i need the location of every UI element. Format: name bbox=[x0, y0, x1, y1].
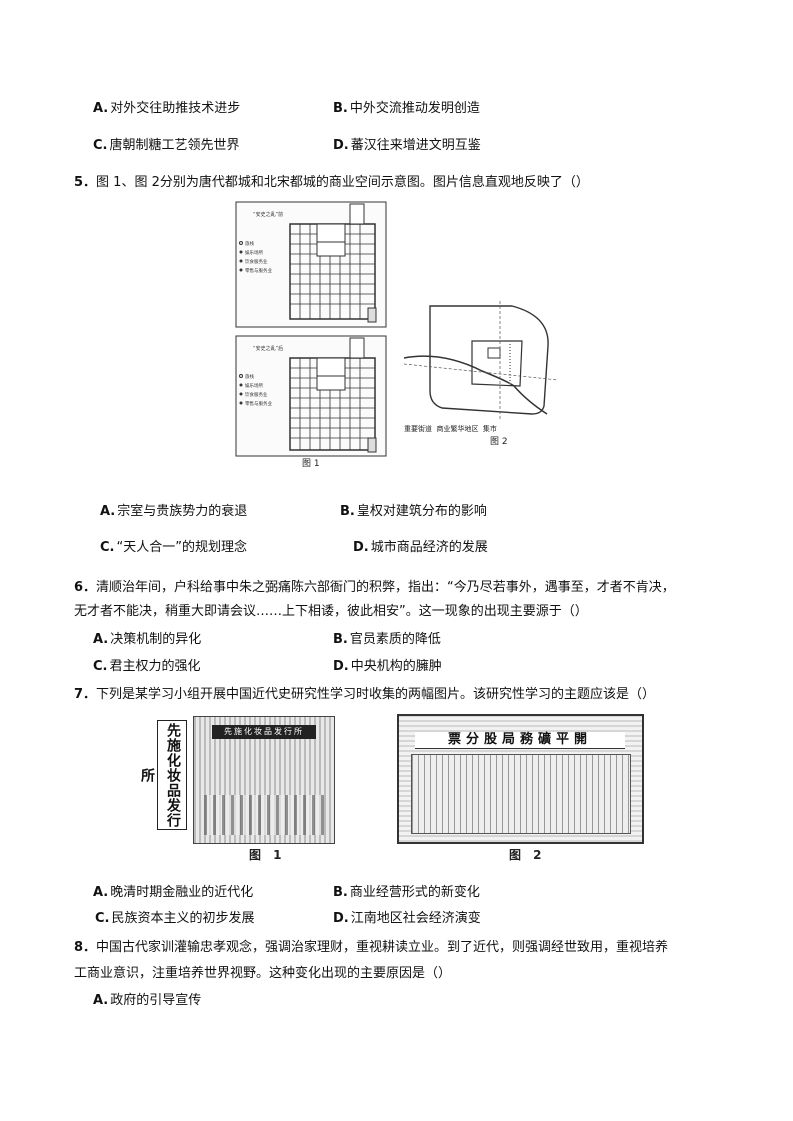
q7-figure-2-caption: 图 2 bbox=[509, 848, 546, 862]
q5-stem: 5．图 1、图 2分别为唐代都城和北宋都城的商业空间示意图。图片信息直观地反映了… bbox=[74, 175, 589, 190]
shop-sign: 先施化妆品发行所 bbox=[139, 720, 187, 830]
q5-figure-1: “安史之乱”前 旅栈 娱乐场所 饮食服务业 零售与服务业 “安史之乱”后 旅栈 … bbox=[232, 198, 392, 469]
q4-option-a[interactable]: A.对外交往助推技术进步 bbox=[93, 101, 241, 116]
q7-option-c[interactable]: C.民族资本主义的初步发展 bbox=[95, 911, 255, 926]
q7-figure-1-caption: 图 1 bbox=[249, 848, 286, 862]
storefront-photo: 先施化妆品发行所 bbox=[193, 716, 335, 844]
q6-option-a[interactable]: A.决策机制的异化 bbox=[93, 632, 202, 647]
q5-option-c[interactable]: C.“天人合一”的规划理念 bbox=[100, 540, 247, 555]
q7-option-b[interactable]: B.商业经营形式的新变化 bbox=[333, 885, 480, 900]
q5-figure-2-legend: 重要街道 商业繁华地区 集市 bbox=[404, 425, 497, 433]
certificate-title: 開平礦務局股分票 bbox=[415, 732, 625, 749]
q7-option-a[interactable]: A.晚清时期金融业的近代化 bbox=[93, 885, 254, 900]
q4-option-d[interactable]: D.蕃汉往来增进文明互鉴 bbox=[333, 138, 481, 153]
q7-option-d[interactable]: D.江南地区社会经济演变 bbox=[333, 911, 481, 926]
q8-stem-line2: 工商业意识，注重培养世界视野。这种变化出现的主要原因是（） bbox=[74, 966, 452, 981]
q5-option-d[interactable]: D.城市商品经济的发展 bbox=[353, 540, 488, 555]
svg-text:旅栈: 旅栈 bbox=[245, 240, 254, 247]
q4-option-c[interactable]: C.唐朝制糖工艺领先世界 bbox=[93, 138, 240, 153]
svg-text:娱乐场所: 娱乐场所 bbox=[245, 382, 263, 389]
q4-option-b[interactable]: B.中外交流推动发明创造 bbox=[333, 101, 480, 116]
svg-text:旅栈: 旅栈 bbox=[245, 373, 254, 380]
q7-figure-2: 開平礦務局股分票 图 2 bbox=[397, 714, 644, 866]
q5-option-a[interactable]: A.宗室与贵族势力的衰退 bbox=[100, 504, 248, 519]
q5-option-b[interactable]: B.皇权对建筑分布的影响 bbox=[340, 504, 487, 519]
svg-text:“安史之乱”后: “安史之乱”后 bbox=[253, 345, 283, 352]
q6-option-d[interactable]: D.中央机构的臃肿 bbox=[333, 659, 442, 674]
kaifeng-map-icon bbox=[403, 301, 559, 421]
share-certificate: 開平礦務局股分票 bbox=[397, 714, 644, 844]
q5-figure-2: 重要街道 商业繁华地区 集市 图 2 bbox=[402, 296, 560, 447]
q6-stem-line2: 无才者不能决，稍重大即请会议……上下相诿，彼此相安”。这一现象的出现主要源于（） bbox=[74, 604, 588, 619]
q6-option-b[interactable]: B.官员素质的降低 bbox=[333, 632, 441, 647]
q5-figure-1-caption: 图 1 bbox=[302, 459, 320, 469]
q5-figure-2-caption: 图 2 bbox=[490, 437, 508, 447]
svg-text:娱乐场所: 娱乐场所 bbox=[245, 249, 263, 256]
q6-option-c[interactable]: C.君主权力的强化 bbox=[93, 659, 201, 674]
svg-text:饮食服务业: 饮食服务业 bbox=[245, 391, 268, 398]
svg-text:零售与服务业: 零售与服务业 bbox=[245, 267, 272, 274]
q7-stem: 7．下列是某学习小组开展中国近代史研究性学习时收集的两幅图片。该研究性学习的主题… bbox=[74, 687, 656, 702]
q7-figure-1: 先施化妆品发行所 先施化妆品发行所 图 1 bbox=[139, 716, 337, 866]
svg-text:零售与服务业: 零售与服务业 bbox=[245, 400, 272, 407]
svg-text:“安史之乱”前: “安史之乱”前 bbox=[253, 211, 283, 218]
svg-text:饮食服务业: 饮食服务业 bbox=[245, 258, 268, 265]
q8-option-a[interactable]: A.政府的引导宣传 bbox=[93, 993, 202, 1008]
q6-stem-line1: 6．清顺治年间，户科给事中朱之弼痛陈六部衙门的积弊，指出：“今乃尽若事外，遇事至… bbox=[74, 580, 675, 595]
q8-stem-line1: 8．中国古代家训灌输忠孝观念，强调治家理财，重视耕读立业。到了近代，则强调经世致… bbox=[74, 940, 669, 955]
changan-map-icon: “安史之乱”前 旅栈 娱乐场所 饮食服务业 零售与服务业 “安史之乱”后 旅栈 … bbox=[235, 201, 387, 457]
